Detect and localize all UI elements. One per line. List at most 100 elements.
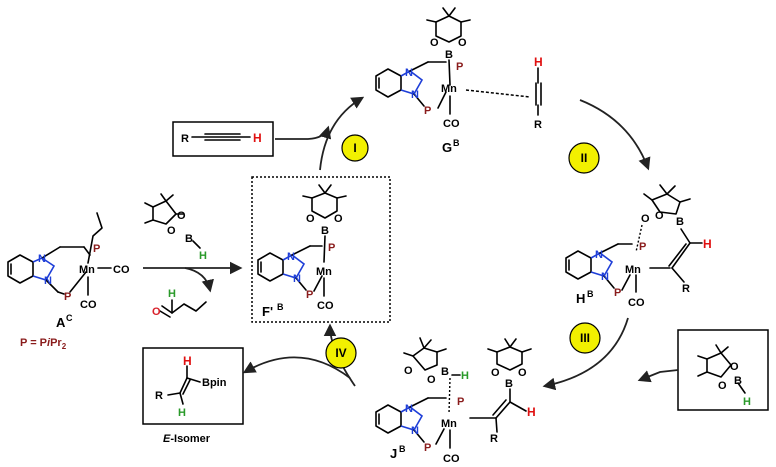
atom-P: P (456, 61, 463, 73)
atom-B: B (505, 378, 513, 390)
step-II: II (568, 142, 600, 174)
atom-O: O (641, 213, 650, 225)
atom-N: N (293, 273, 301, 285)
atom-O: O (152, 306, 161, 318)
ligand-CO: CO (628, 297, 645, 309)
atom-R: R (155, 390, 163, 402)
atom-H: H (168, 288, 176, 300)
product-box: H Bpin R H E-Isomer (142, 347, 244, 445)
atom-B: B (441, 366, 449, 378)
atom-O: O (491, 367, 500, 379)
label-G: G (442, 140, 452, 155)
atom-P: P (457, 396, 464, 408)
atom-P: P (424, 105, 431, 117)
hbpin-in-arrow (637, 369, 679, 383)
atom-Mn: Mn (441, 418, 457, 430)
atom-N: N (411, 89, 419, 101)
atom-P: P (64, 291, 71, 303)
atom-R: R (534, 119, 542, 131)
atom-N: N (44, 275, 52, 287)
atom-P: P (639, 241, 646, 253)
label-J-sup: B (399, 444, 406, 454)
atom-O: O (427, 374, 436, 386)
atom-H-green: H (178, 407, 186, 419)
atom-Mn: Mn (625, 264, 641, 276)
atom-R: R (490, 433, 498, 445)
cycle-arrow-I (319, 96, 365, 171)
step-I: I (341, 134, 369, 162)
atom-Mn: Mn (79, 264, 95, 276)
atom-O: O (167, 225, 176, 237)
atom-N: N (411, 425, 419, 437)
atom-N: N (601, 271, 609, 283)
step-III: III (569, 322, 601, 354)
Bpin-label: Bpin (202, 377, 227, 389)
atom-H-red: H (703, 237, 712, 251)
svg-text:IV: IV (335, 346, 346, 360)
alkyne-box: R H (172, 121, 274, 157)
atom-O: O (458, 37, 467, 49)
svg-text:III: III (580, 331, 590, 345)
atom-O: O (718, 380, 727, 392)
atom-R: R (181, 133, 189, 145)
atom-H-red: H (527, 405, 536, 419)
atom-O: O (177, 210, 186, 222)
compound-H: O B O H R N N P P Mn CO H B (565, 184, 712, 309)
atom-B: B (676, 216, 684, 228)
butanal-byproduct: O H (152, 288, 207, 318)
atom-N: N (405, 67, 413, 79)
atom-O: O (518, 367, 527, 379)
atom-H-red: H (534, 55, 543, 69)
label-H-sup: B (587, 289, 594, 299)
atom-N: N (38, 253, 46, 265)
atom-R: R (682, 283, 690, 295)
atom-H: H (461, 370, 469, 382)
atom-H: H (199, 250, 207, 262)
label-H: H (576, 291, 585, 306)
atom-P: P (328, 242, 335, 254)
byproduct-arrow (184, 267, 214, 293)
compound-F: O O B N N P P Mn CO F' B (251, 176, 391, 323)
atom-B: B (445, 49, 453, 61)
label-F: F' (262, 304, 273, 319)
atom-B: B (185, 233, 193, 245)
compound-A: N N P P Mn CO CO A C P = PiPr2 (7, 212, 130, 351)
label-J: J (390, 446, 397, 461)
step-IV: IV (325, 337, 357, 369)
svg-text:II: II (581, 151, 588, 165)
atom-B: B (734, 375, 742, 387)
atom-O: O (334, 213, 343, 225)
atom-P: P (614, 287, 621, 299)
ligand-CO: CO (443, 118, 460, 130)
atom-H-red: H (183, 354, 192, 368)
svg-text:I: I (353, 141, 356, 155)
label-G-sup: B (453, 138, 460, 148)
alkyne-in-arrow (275, 125, 332, 140)
label-A: A (56, 315, 66, 330)
atom-B: B (321, 225, 329, 237)
product-release-arrow (242, 356, 351, 379)
label-F-sup: B (277, 302, 284, 312)
product-caption: E-Isomer (163, 433, 211, 445)
atom-H: H (743, 396, 751, 408)
hbpin-reagent-top: O O B H (144, 193, 207, 262)
ligand-CO: CO (317, 300, 334, 312)
label-A-sup: C (66, 313, 73, 323)
atom-N: N (287, 251, 295, 263)
atom-O: O (655, 210, 664, 222)
atom-Mn: Mn (441, 83, 457, 95)
ligand-CO: CO (113, 264, 130, 276)
atom-O: O (404, 365, 413, 377)
hbpin-box: O O B H (677, 329, 769, 411)
cycle-arrow-III (542, 317, 629, 391)
atom-P: P (306, 289, 313, 301)
atom-P: P (93, 243, 100, 255)
atom-N: N (405, 403, 413, 415)
atom-O: O (306, 213, 315, 225)
cycle-arrow-II (579, 99, 651, 171)
atom-O: O (730, 361, 739, 373)
atom-N: N (595, 249, 603, 261)
ligand-CO: CO (80, 299, 97, 311)
ligand-CO: CO (443, 453, 460, 465)
